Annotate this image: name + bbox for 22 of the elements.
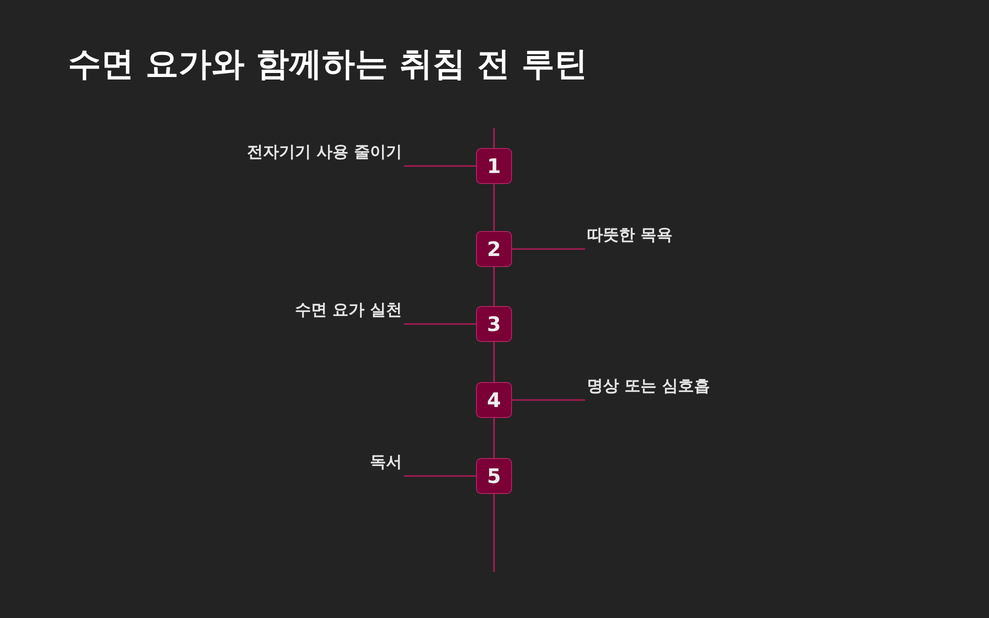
connector-line (404, 165, 476, 167)
timeline-line (493, 418, 495, 458)
timeline-line (493, 342, 495, 382)
step-label: 따뜻한 목욕 (587, 225, 673, 246)
step-number-box: 3 (476, 306, 512, 342)
connector-line (404, 323, 476, 325)
timeline-line (493, 267, 495, 306)
step-number-box: 5 (476, 458, 512, 494)
connector-line (404, 475, 476, 477)
timeline-line (493, 494, 495, 572)
connector-line (512, 248, 585, 250)
connector-line (512, 399, 585, 401)
step-number-box: 1 (476, 148, 512, 184)
timeline-line (493, 184, 495, 231)
step-label: 전자기기 사용 줄이기 (246, 142, 402, 163)
step-number-box: 2 (476, 231, 512, 267)
step-label: 수면 요가 실천 (294, 300, 402, 321)
step-number-box: 4 (476, 382, 512, 418)
step-label: 독서 (370, 452, 402, 473)
step-label: 명상 또는 심호흡 (587, 376, 710, 397)
title: 수면 요가와 함께하는 취침 전 루틴 (68, 43, 588, 85)
timeline-line (493, 128, 495, 148)
